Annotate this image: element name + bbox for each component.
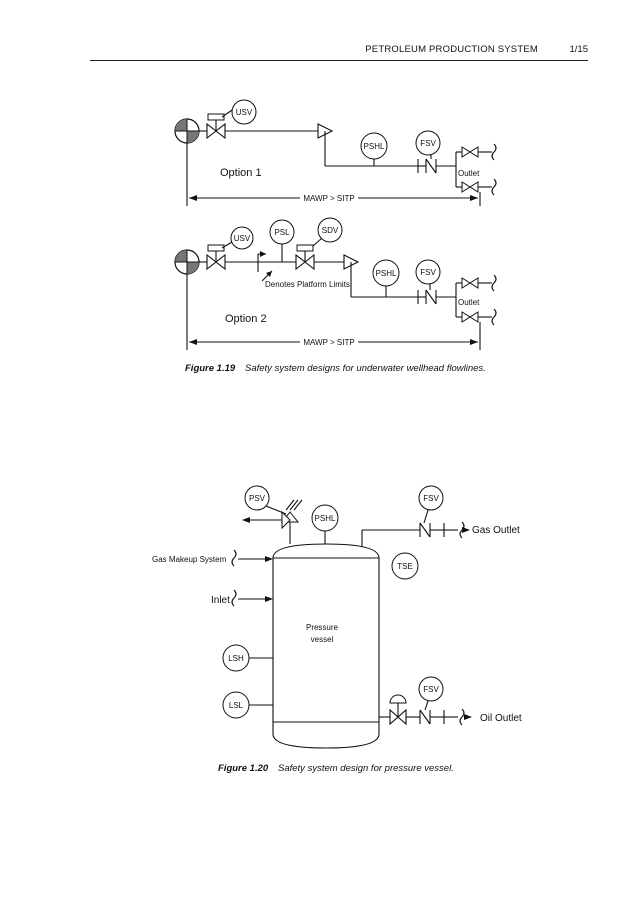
figure-1-20-caption: Safety system design for pressure vessel… bbox=[278, 763, 454, 774]
fsv-top-label: FSV bbox=[423, 494, 439, 503]
fsv-bubble bbox=[415, 130, 441, 156]
fsv-top-bubble bbox=[418, 485, 444, 511]
gas-outlet-label: Gas Outlet bbox=[472, 525, 520, 536]
pressure-vessel bbox=[272, 543, 380, 749]
vessel-label-line2: vessel bbox=[311, 635, 334, 644]
usv-valve bbox=[206, 113, 226, 140]
usv-bubble bbox=[231, 99, 257, 125]
tse-bubble bbox=[391, 552, 419, 580]
figure-1-20-number: Figure 1.20 bbox=[218, 763, 269, 774]
fsv-label: FSV bbox=[420, 139, 436, 148]
fsv-oil-check-valve bbox=[419, 709, 431, 725]
page-number: 1/15 bbox=[569, 44, 589, 55]
fsv-bottom-label: FSV bbox=[423, 685, 439, 694]
fsv-bubble bbox=[415, 259, 441, 285]
outlet-valve-lower bbox=[461, 311, 479, 323]
running-title: PETROLEUM PRODUCTION SYSTEM bbox=[365, 44, 538, 55]
fsv-bottom-bubble bbox=[418, 676, 444, 702]
fsv-check-valve bbox=[425, 289, 456, 305]
pshl-label: PSHL bbox=[315, 514, 336, 523]
usv-label: USV bbox=[234, 234, 251, 243]
fsv-label: FSV bbox=[420, 268, 436, 277]
outlet-label: Outlet bbox=[458, 298, 480, 307]
lsl-label: LSL bbox=[229, 701, 244, 710]
outlet-valve-lower bbox=[461, 181, 479, 193]
pshl-bubble bbox=[311, 504, 339, 532]
sdv-valve bbox=[295, 244, 315, 271]
option-2-label: Option 2 bbox=[225, 313, 267, 325]
figure-1-19-option-2: USV Denotes Platform Limits PSL SDV PSHL bbox=[174, 217, 497, 350]
sdv-label: SDV bbox=[322, 226, 339, 235]
wellhead-symbol bbox=[174, 249, 200, 275]
psl-label: PSL bbox=[274, 228, 290, 237]
inlet-label: Inlet bbox=[211, 595, 230, 606]
figure-1-19-option-1: USV PSHL FSV Outlet Option 1 bbox=[174, 99, 497, 206]
outlet-valve-upper bbox=[461, 146, 479, 158]
platform-limits-label: Denotes Platform Limits bbox=[265, 280, 350, 289]
wellhead-symbol bbox=[174, 118, 200, 144]
page-header: PETROLEUM PRODUCTION SYSTEM 1/15 bbox=[90, 44, 588, 61]
mawp-label-2: MAWP > SITP bbox=[303, 338, 354, 347]
psv-label: PSV bbox=[249, 494, 266, 503]
gas-makeup-label: Gas Makeup System bbox=[152, 555, 227, 564]
outlet-valve-upper bbox=[461, 277, 479, 289]
pshl-label: PSHL bbox=[364, 142, 385, 151]
usv-bubble bbox=[230, 226, 254, 250]
figure-1-19-caption: Safety system designs for underwater wel… bbox=[245, 363, 486, 374]
figure-1-20: Pressure vessel PSV PSHL FSV Gas Out bbox=[152, 485, 522, 749]
outlet-label: Outlet bbox=[458, 169, 480, 178]
fsv-gas-check-valve bbox=[419, 522, 431, 538]
figure-1-19-number: Figure 1.19 bbox=[185, 363, 236, 374]
oil-outlet-label: Oil Outlet bbox=[480, 713, 522, 724]
tse-label: TSE bbox=[397, 562, 413, 571]
fsv-check-valve bbox=[425, 158, 456, 174]
sdv-bubble bbox=[317, 217, 343, 243]
lsh-label: LSH bbox=[228, 654, 244, 663]
mawp-label-1: MAWP > SITP bbox=[303, 194, 354, 203]
psv-bubble bbox=[244, 485, 270, 511]
psl-bubble bbox=[269, 219, 295, 245]
pshl-label: PSHL bbox=[376, 269, 397, 278]
usv-label: USV bbox=[236, 108, 253, 117]
vessel-label-line1: Pressure bbox=[306, 623, 339, 632]
level-control-valve bbox=[389, 694, 407, 726]
option-1-label: Option 1 bbox=[220, 167, 262, 179]
usv-valve bbox=[206, 244, 226, 271]
